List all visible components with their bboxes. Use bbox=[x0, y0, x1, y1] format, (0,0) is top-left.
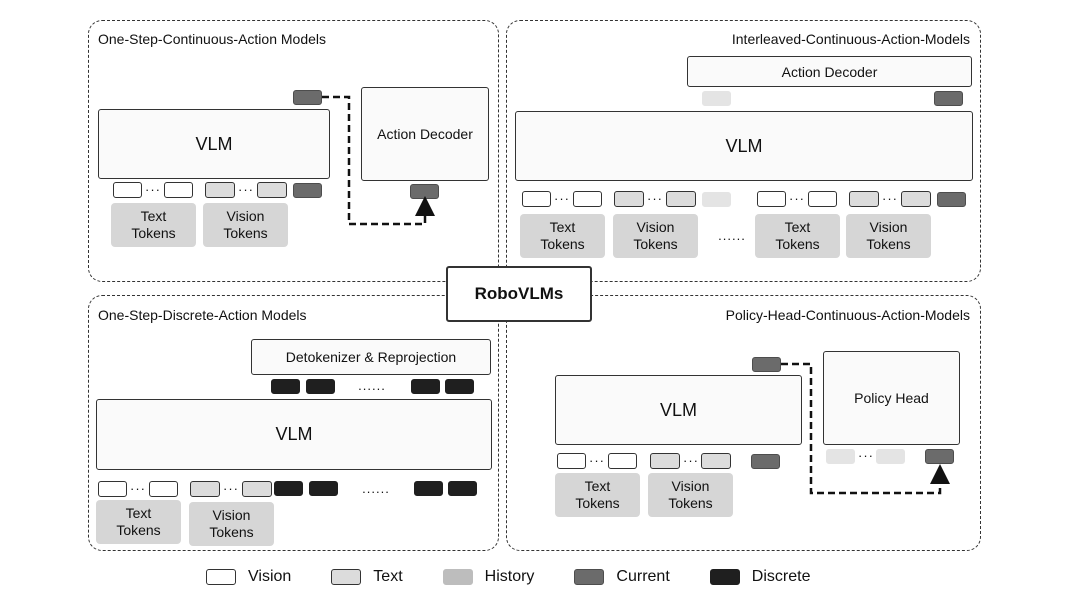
vision-tokens-label: Vision Tokens bbox=[189, 502, 274, 546]
action-decoder-box: Action Decoder bbox=[361, 87, 489, 181]
current-action-token bbox=[410, 184, 439, 199]
discrete-token bbox=[309, 481, 338, 496]
legend-item-history: History bbox=[442, 568, 535, 586]
action-decoder-box: Action Decoder bbox=[687, 56, 972, 87]
legend-label: History bbox=[484, 568, 535, 585]
legend-swatch-discrete bbox=[709, 569, 740, 585]
history-token bbox=[702, 192, 731, 207]
current-action-token bbox=[293, 90, 322, 105]
vision-token bbox=[557, 453, 586, 469]
vision-tokens-label: Vision Tokens bbox=[648, 473, 733, 517]
vision-token bbox=[608, 453, 637, 469]
token-dots: ··· bbox=[145, 182, 161, 197]
discrete-token bbox=[274, 481, 303, 496]
legend-item-text: Text bbox=[331, 568, 403, 586]
vision-token bbox=[98, 481, 127, 497]
token-dots: ··· bbox=[238, 182, 254, 197]
legend-item-vision: Vision bbox=[206, 568, 291, 586]
token-dots: ··· bbox=[554, 191, 570, 206]
legend-swatch-vision bbox=[206, 569, 236, 585]
current-action-token bbox=[934, 91, 963, 106]
text-tokens-label: Text Tokens bbox=[111, 203, 196, 247]
text-token bbox=[849, 191, 879, 207]
vision-token bbox=[522, 191, 551, 207]
current-action-token bbox=[752, 357, 781, 372]
panel-title: Policy-Head-Continuous-Action-Models bbox=[725, 307, 970, 323]
vision-tokens-label: Vision Tokens bbox=[613, 214, 698, 258]
token-dots: ··· bbox=[223, 481, 239, 496]
discrete-token bbox=[448, 481, 477, 496]
token-dots: ··· bbox=[882, 191, 898, 206]
panel-policy-head bbox=[506, 295, 981, 551]
text-tokens-label: Text Tokens bbox=[755, 214, 840, 258]
legend-label: Current bbox=[616, 568, 670, 585]
vision-token bbox=[757, 191, 786, 207]
robovlms-center-label: RoboVLMs bbox=[446, 266, 592, 322]
text-tokens-label: Text Tokens bbox=[555, 473, 640, 517]
policy-head-box: Policy Head bbox=[823, 351, 960, 445]
legend: Vision Text History Current Discrete bbox=[206, 566, 906, 588]
current-token bbox=[925, 449, 954, 464]
vision-token bbox=[149, 481, 178, 497]
legend-label: Vision bbox=[248, 568, 292, 585]
panel-one-step-continuous bbox=[88, 20, 499, 282]
text-token bbox=[666, 191, 696, 207]
text-tokens-label: Text Tokens bbox=[520, 214, 605, 258]
panel-title: One-Step-Discrete-Action Models bbox=[98, 307, 307, 323]
current-token bbox=[751, 454, 780, 469]
sequence-ellipsis: ...... bbox=[718, 228, 746, 243]
text-tokens-label: Text Tokens bbox=[96, 500, 181, 544]
vision-token bbox=[808, 191, 837, 207]
vlm-box: VLM bbox=[555, 375, 802, 445]
vision-token bbox=[164, 182, 193, 198]
token-dots: ··· bbox=[858, 448, 874, 463]
text-token bbox=[650, 453, 680, 469]
legend-item-discrete: Discrete bbox=[709, 568, 811, 586]
token-ellipsis: ...... bbox=[362, 481, 390, 496]
legend-label: Text bbox=[373, 568, 403, 585]
legend-swatch-history bbox=[442, 569, 473, 585]
text-token bbox=[205, 182, 235, 198]
token-ellipsis: ...... bbox=[358, 378, 386, 393]
token-dots: ··· bbox=[130, 481, 146, 496]
panel-one-step-discrete bbox=[88, 295, 499, 551]
history-token bbox=[876, 449, 905, 464]
vlm-box: VLM bbox=[98, 109, 330, 179]
token-dots: ··· bbox=[647, 191, 663, 206]
text-token bbox=[701, 453, 731, 469]
token-dots: ··· bbox=[789, 191, 805, 206]
discrete-action-token bbox=[271, 379, 300, 394]
text-token bbox=[901, 191, 931, 207]
current-token bbox=[293, 183, 322, 198]
legend-swatch-text bbox=[331, 569, 362, 585]
text-token bbox=[257, 182, 287, 198]
current-token bbox=[937, 192, 966, 207]
detokenizer-box: Detokenizer & Reprojection bbox=[251, 339, 491, 375]
discrete-action-token bbox=[306, 379, 335, 394]
panel-title: Interleaved-Continuous-Action-Models bbox=[731, 31, 970, 47]
text-token bbox=[190, 481, 220, 497]
legend-swatch-current bbox=[574, 569, 605, 585]
discrete-action-token bbox=[445, 379, 474, 394]
token-dots: ··· bbox=[589, 453, 605, 468]
legend-label: Discrete bbox=[751, 568, 811, 585]
vlm-box: VLM bbox=[515, 111, 973, 181]
history-token bbox=[826, 449, 855, 464]
panel-interleaved-continuous bbox=[506, 20, 981, 282]
vision-token bbox=[113, 182, 142, 198]
vision-token bbox=[573, 191, 602, 207]
legend-item-current: Current bbox=[574, 568, 670, 586]
panel-title: One-Step-Continuous-Action Models bbox=[98, 31, 327, 47]
token-dots: ··· bbox=[683, 453, 699, 468]
vlm-box: VLM bbox=[96, 399, 492, 470]
history-action-token bbox=[702, 91, 731, 106]
text-token bbox=[242, 481, 272, 497]
discrete-token bbox=[414, 481, 443, 496]
text-token bbox=[614, 191, 644, 207]
discrete-action-token bbox=[411, 379, 440, 394]
vision-tokens-label: Vision Tokens bbox=[846, 214, 931, 258]
vision-tokens-label: Vision Tokens bbox=[203, 203, 288, 247]
